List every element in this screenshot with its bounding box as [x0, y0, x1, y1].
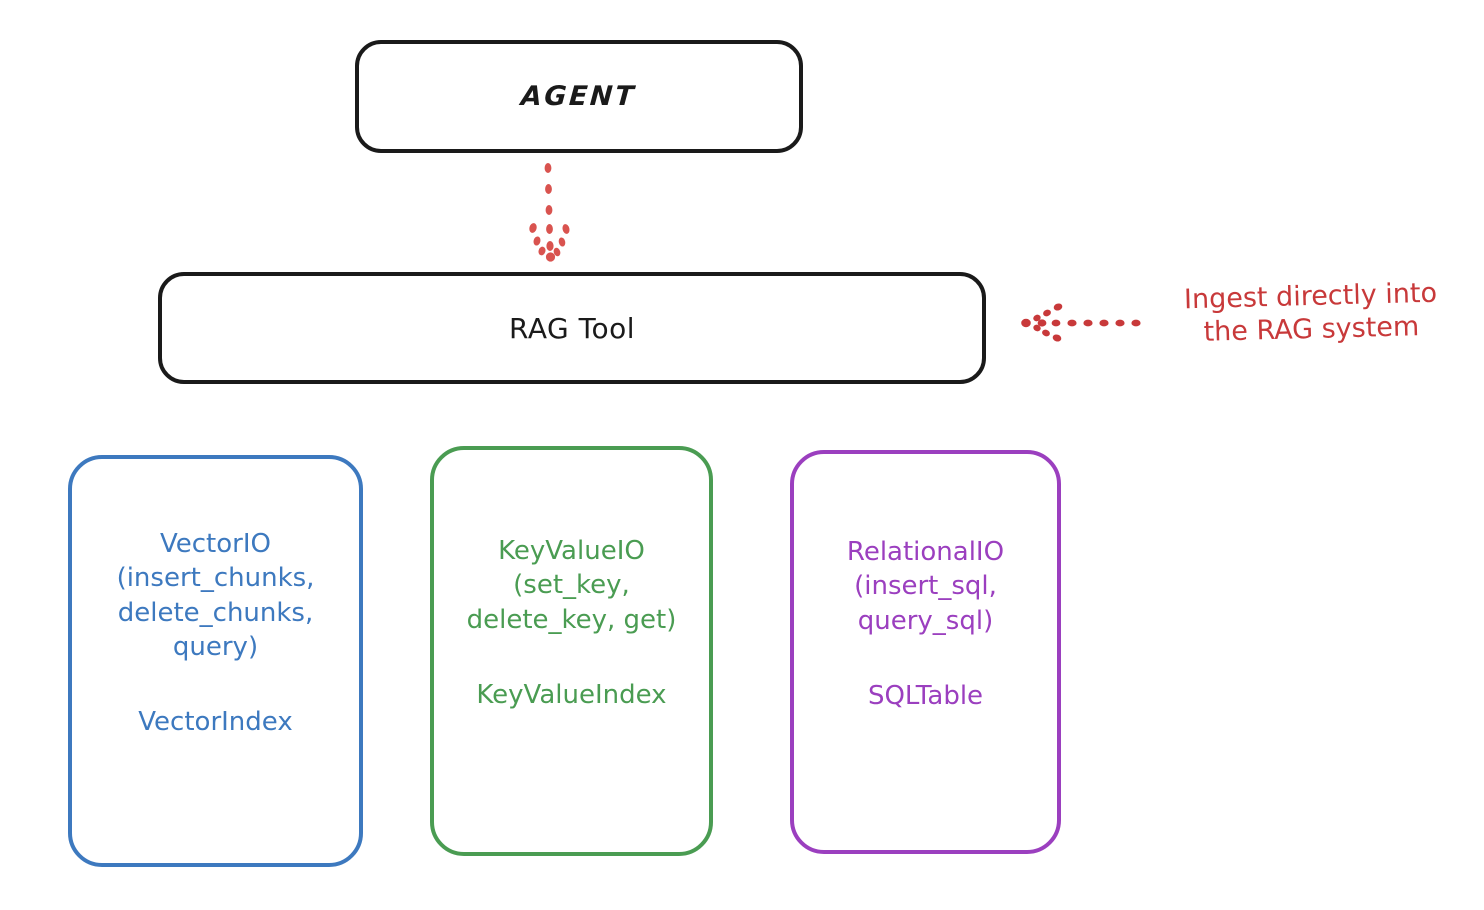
- agent-node-label: AGENT: [520, 81, 638, 112]
- relational-io-table-label: SQLTable: [867, 680, 984, 711]
- vector-io-node[interactable]: VectorIO (insert_chunks, delete_chunks, …: [68, 455, 363, 867]
- vector-io-index-label: VectorIndex: [138, 706, 293, 737]
- key-value-io-index-label: KeyValueIndex: [476, 679, 667, 710]
- rag-tool-node-label: RAG Tool: [509, 311, 635, 345]
- key-value-io-api-label: KeyValueIO (set_key, delete_key, get): [466, 535, 677, 635]
- key-value-io-node[interactable]: KeyValueIO (set_key, delete_key, get) Ke…: [430, 446, 713, 856]
- agent-to-rag-dotted-arrow: [529, 163, 570, 262]
- relational-io-content: RelationalIO (insert_sql, query_sql) SQL…: [847, 535, 1004, 713]
- relational-io-api-label: RelationalIO (insert_sql, query_sql): [846, 536, 1005, 636]
- rag-tool-node[interactable]: RAG Tool: [158, 272, 986, 384]
- ingest-annotation-text: Ingest directly into the RAG system: [1183, 277, 1438, 348]
- key-value-io-content: KeyValueIO (set_key, delete_key, get) Ke…: [467, 534, 677, 712]
- relational-io-node[interactable]: RelationalIO (insert_sql, query_sql) SQL…: [790, 450, 1061, 854]
- vector-io-api-label: VectorIO (insert_chunks, delete_chunks, …: [116, 528, 315, 663]
- agent-node[interactable]: AGENT: [355, 40, 803, 153]
- vector-io-content: VectorIO (insert_chunks, delete_chunks, …: [117, 527, 315, 740]
- ingest-dotted-arrow: [1021, 303, 1141, 342]
